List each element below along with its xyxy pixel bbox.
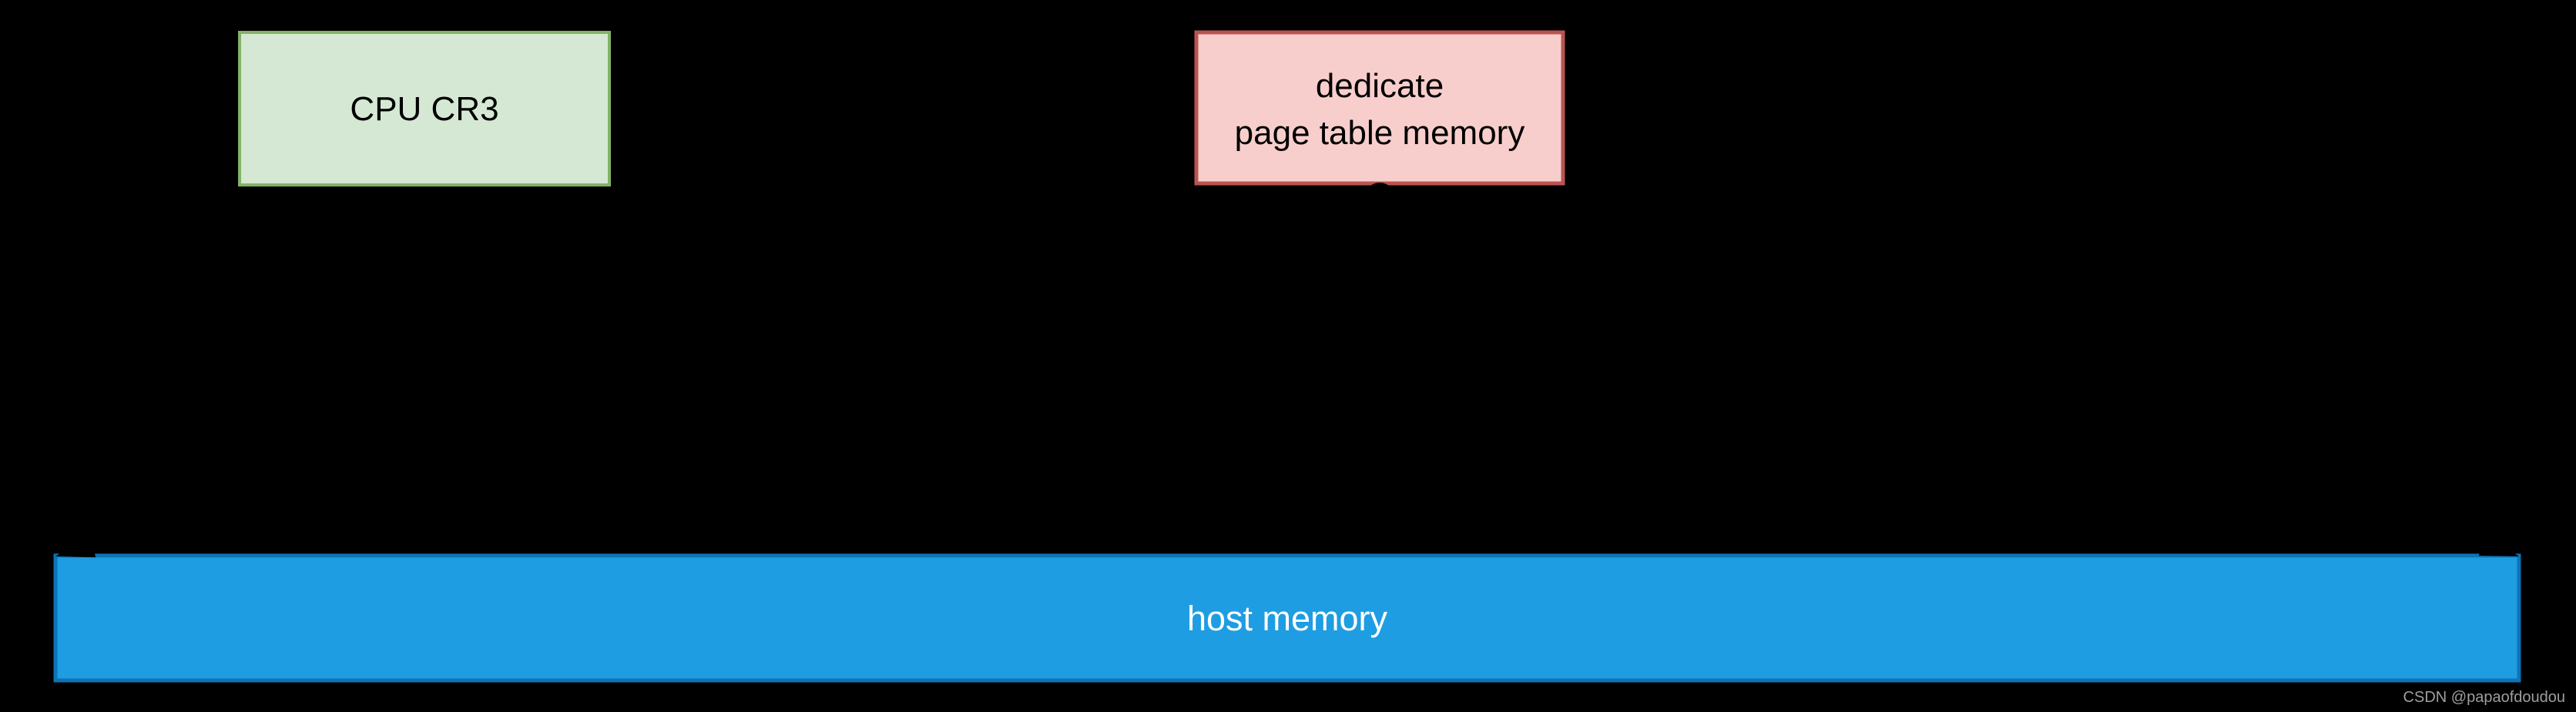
page-table-label-line1: dedicate — [1316, 67, 1444, 105]
page-table-label-line2: page table memory — [1235, 114, 1525, 152]
arrow-pagetable-to-host-right — [1379, 196, 2484, 547]
right-arrowhead-icon — [2478, 533, 2519, 556]
connector-origin-dot-icon — [1364, 183, 1395, 213]
cpu-cr3-box — [238, 31, 611, 186]
page-table-box — [1194, 30, 1565, 186]
left-arrowhead-icon — [55, 535, 96, 558]
arrow-pagetable-to-host-left — [86, 196, 1380, 549]
cpu-cr3-label: CPU CR3 — [350, 90, 498, 128]
host-memory-bar — [53, 553, 2521, 683]
watermark: CSDN @papaofdoudou — [2403, 689, 2565, 706]
host-memory-label: host memory — [1187, 599, 1388, 638]
dashed-arrowhead-icon — [1153, 97, 1192, 120]
